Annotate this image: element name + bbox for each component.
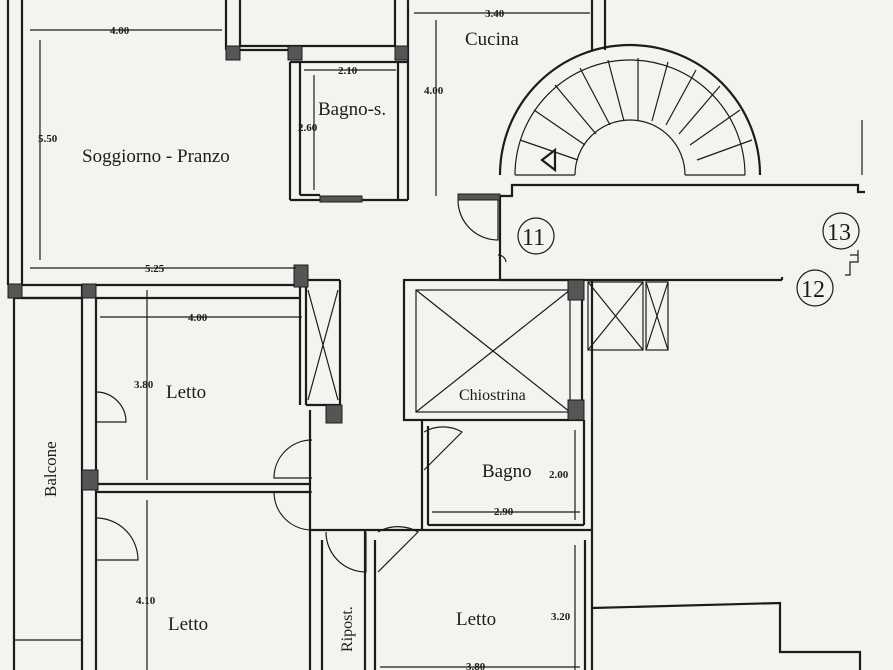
marker-11-label: 11 [522, 225, 545, 251]
pillars [7, 45, 585, 491]
dim-letto2-height: 4.10 [136, 595, 156, 607]
marker-13-label: 13 [827, 220, 851, 246]
dim-cucina-height: 4.00 [424, 85, 444, 97]
dim-letto3-height: 3.20 [551, 611, 571, 623]
room-label-balcone: Balcone [41, 441, 60, 497]
dim-bagno-s-width: 2.10 [338, 65, 358, 77]
marker-11: 11 [517, 217, 555, 255]
dim-bagno-height: 2.00 [549, 469, 569, 481]
dim-corridor-width: 5.25 [145, 263, 165, 275]
room-label-cucina: Cucina [465, 29, 519, 50]
room-label-bagno-s: Bagno-s. [318, 99, 386, 120]
dimension-lines [30, 12, 590, 670]
door-swings [95, 199, 507, 573]
dim-soggiorno-width: 4.00 [110, 25, 130, 37]
room-label-letto-3: Letto [456, 609, 496, 630]
spiral-staircase [498, 43, 762, 176]
room-label-letto-2: Letto [168, 614, 208, 635]
room-label-bagno: Bagno [482, 461, 532, 482]
dim-bagno-width: 2.90 [494, 506, 514, 518]
room-label-ripost: Ripost. [339, 606, 356, 652]
dim-cucina-width: 3.40 [485, 8, 505, 20]
dim-letto3-width: 3.80 [466, 661, 486, 670]
marker-13: 13 [822, 212, 860, 250]
dim-soggiorno-height: 5.50 [38, 133, 58, 145]
dim-bagno-s-height: 2.60 [298, 122, 318, 134]
marker-12-label: 12 [801, 277, 825, 303]
room-label-chiostrina: Chiostrina [459, 387, 526, 404]
dim-letto1-height: 3.80 [134, 379, 154, 391]
room-label-letto-1: Letto [166, 382, 206, 403]
room-label-soggiorno: Soggiorno - Pranzo [82, 146, 230, 167]
dim-letto1-width: 4.00 [188, 312, 208, 324]
marker-12: 12 [796, 269, 834, 307]
